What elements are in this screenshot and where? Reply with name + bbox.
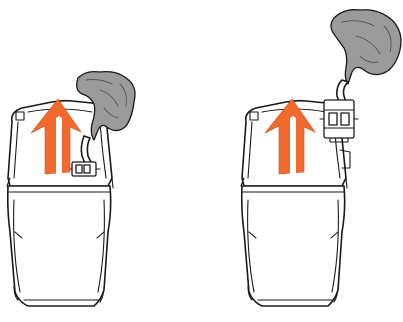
panel-step-1 xyxy=(7,72,135,306)
panel-step-2 xyxy=(241,10,401,306)
electrical-connector-icon-left xyxy=(68,162,100,176)
electrical-connector-icon-right xyxy=(320,100,358,142)
